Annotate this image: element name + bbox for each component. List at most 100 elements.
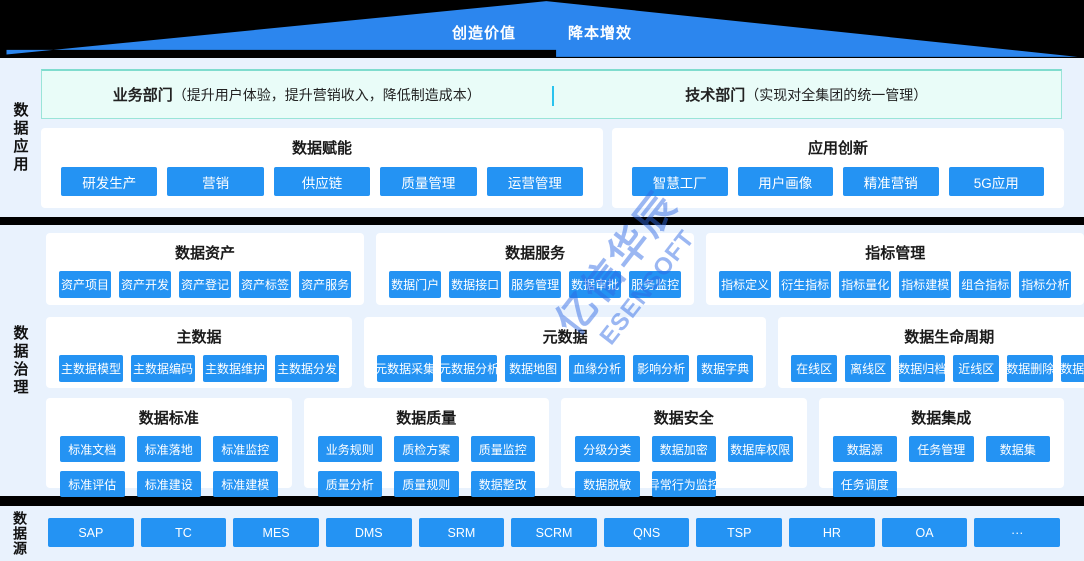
master-data-button[interactable]: 主数据维护 (203, 355, 268, 382)
data-source-button[interactable]: MES (233, 518, 319, 547)
innovation-button[interactable]: 用户画像 (737, 167, 833, 196)
metadata-button[interactable]: 数据字典 (697, 355, 754, 382)
data-security-button[interactable]: 分级分类 (575, 436, 640, 462)
data-source-button[interactable]: TC (140, 518, 227, 547)
data-standard-button[interactable]: 标准评估 (60, 471, 125, 497)
data-quality-button[interactable]: 数据整改 (470, 471, 535, 497)
data-standard-button[interactable]: 标准落地 (136, 436, 201, 462)
master-data-button[interactable]: 主数据编码 (131, 355, 196, 382)
side-label-data-sources: 数据源 (12, 511, 28, 556)
card-data-standards: 数据标准 标准文档标准落地标准监控标准评估标准建设标准建模 (46, 398, 292, 497)
data-quality-button[interactable]: 业务规则 (317, 436, 382, 462)
card-title: 数据质量 (396, 410, 457, 427)
data-asset-button[interactable]: 资产登记 (179, 271, 232, 298)
indicator-button[interactable]: 指标建模 (899, 271, 952, 298)
empowerment-button[interactable]: 研发生产 (61, 167, 158, 196)
card-indicator-management: 指标管理 指标定义衍生指标指标量化指标建模组合指标指标分析 (706, 233, 1084, 305)
master-data-button[interactable]: 主数据模型 (59, 355, 124, 382)
data-source-button[interactable]: SAP (48, 518, 134, 547)
data-service-button[interactable]: 数据门户 (389, 271, 442, 298)
data-standard-button[interactable]: 标准文档 (60, 436, 125, 462)
data-asset-button[interactable]: 资产开发 (119, 271, 172, 298)
innovation-button[interactable]: 精准营销 (843, 167, 939, 196)
indicator-button[interactable]: 指标分析 (1019, 271, 1072, 298)
data-service-button[interactable]: 数据审批 (569, 271, 622, 298)
metadata-button[interactable]: 影响分析 (633, 355, 690, 382)
banner-business-department: 业务部门 （提升用户体验，提升营销收入，降低制造成本） (42, 71, 552, 118)
data-source-button[interactable]: SCRM (511, 518, 597, 547)
card-title: 数据赋能 (291, 140, 352, 157)
lifecycle-button[interactable]: 数据删除 (1007, 355, 1054, 382)
card-data-security: 数据安全 分级分类数据加密数据库权限数据脱敏异常行为监控 (561, 398, 807, 497)
indicator-button[interactable]: 组合指标 (959, 271, 1012, 298)
data-quality-button[interactable]: 质量监控 (470, 436, 535, 462)
empowerment-button[interactable]: 营销 (167, 167, 264, 196)
card-data-empowerment: 数据赋能 研发生产营销供应链质量管理运营管理 (41, 128, 603, 208)
empowerment-button[interactable]: 供应链 (273, 167, 371, 196)
master-data-button[interactable]: 主数据分发 (275, 355, 340, 382)
lifecycle-button[interactable]: 离线区 (845, 355, 892, 382)
section-data-application: 数据应用 业务部门 （提升用户体验，提升营销收入，降低制造成本） 技术部门 （实… (0, 58, 1084, 217)
data-service-button[interactable]: 服务监控 (629, 271, 682, 298)
roof-label-cost-reduction: 降本增效 (568, 25, 633, 42)
lifecycle-button[interactable]: 数据销毁 (1061, 355, 1084, 382)
indicator-button[interactable]: 指标定义 (719, 271, 772, 298)
data-integration-button[interactable]: 任务调度 (832, 471, 897, 497)
data-asset-button[interactable]: 资产项目 (59, 271, 112, 298)
data-asset-button[interactable]: 资产标签 (239, 271, 292, 298)
data-integration-button[interactable]: 数据集 (985, 436, 1050, 462)
metadata-button[interactable]: 元数据分析 (441, 355, 498, 382)
card-data-integration: 数据集成 数据源任务管理数据集任务调度 (818, 398, 1064, 497)
data-source-button[interactable]: ··· (974, 518, 1061, 547)
card-title: 元数据 (542, 329, 588, 346)
innovation-button[interactable]: 5G应用 (948, 167, 1044, 196)
metadata-button[interactable]: 血缘分析 (569, 355, 626, 382)
data-asset-button[interactable]: 资产服务 (299, 271, 352, 298)
banner-divider-line (551, 86, 554, 106)
card-title: 数据生命周期 (904, 329, 995, 346)
data-source-button[interactable]: HR (789, 518, 875, 547)
data-service-button[interactable]: 服务管理 (509, 271, 562, 298)
lifecycle-button[interactable]: 数据归档 (899, 355, 946, 382)
data-standard-button[interactable]: 标准建设 (136, 471, 201, 497)
data-source-button[interactable]: TSP (696, 518, 783, 547)
data-source-button[interactable]: DMS (325, 518, 412, 547)
roof-label-create-value: 创造价值 (451, 25, 516, 42)
indicator-button[interactable]: 指标量化 (839, 271, 892, 298)
data-source-button[interactable]: SRM (418, 518, 505, 547)
metadata-button[interactable]: 数据地图 (505, 355, 562, 382)
innovation-button[interactable]: 智慧工厂 (632, 167, 728, 196)
master-data-buttons: 主数据模型主数据编码主数据维护主数据分发 (59, 355, 340, 382)
data-source-button[interactable]: OA (881, 518, 968, 547)
data-integration-button[interactable]: 任务管理 (909, 436, 974, 462)
data-security-buttons: 分级分类数据加密数据库权限数据脱敏异常行为监控 (575, 436, 793, 497)
lifecycle-button[interactable]: 近线区 (953, 355, 1000, 382)
empowerment-button[interactable]: 运营管理 (486, 167, 584, 196)
business-department-desc: （提升用户体验，提升营销收入，降低制造成本） (172, 86, 481, 103)
data-service-button[interactable]: 数据接口 (449, 271, 502, 298)
data-quality-button[interactable]: 质量规则 (394, 471, 459, 497)
indicator-button[interactable]: 衍生指标 (779, 271, 832, 298)
data-security-button[interactable]: 数据库权限 (728, 436, 793, 462)
card-data-lifecycle: 数据生命周期 在线区离线区数据归档近线区数据删除数据销毁 (778, 317, 1084, 388)
data-source-button[interactable]: QNS (603, 518, 690, 547)
data-standard-button[interactable]: 标准监控 (213, 436, 278, 462)
data-security-button[interactable]: 异常行为监控 (651, 471, 716, 497)
data-quality-button[interactable]: 质检方案 (394, 436, 459, 462)
card-title: 主数据 (176, 329, 222, 346)
card-title: 数据标准 (138, 410, 199, 427)
data-security-button[interactable]: 数据脱敏 (575, 471, 640, 497)
lifecycle-button[interactable]: 在线区 (791, 355, 838, 382)
data-integration-buttons: 数据源任务管理数据集任务调度 (832, 436, 1050, 497)
card-data-services: 数据服务 数据门户数据接口服务管理数据审批服务监控 (376, 233, 695, 305)
data-assets-buttons: 资产项目资产开发资产登记资产标签资产服务 (59, 271, 352, 298)
section-data-governance: 数据治理 数据资产 资产项目资产开发资产登记资产标签资产服务 数据服务 数据门户… (0, 225, 1084, 497)
card-title: 应用创新 (807, 140, 868, 157)
metadata-button[interactable]: 元数据采集 (377, 355, 434, 382)
data-quality-button[interactable]: 质量分析 (317, 471, 382, 497)
empowerment-button[interactable]: 质量管理 (380, 167, 477, 196)
data-standard-button[interactable]: 标准建模 (213, 471, 278, 497)
data-integration-button[interactable]: 数据源 (832, 436, 897, 462)
data-security-button[interactable]: 数据加密 (651, 436, 716, 462)
